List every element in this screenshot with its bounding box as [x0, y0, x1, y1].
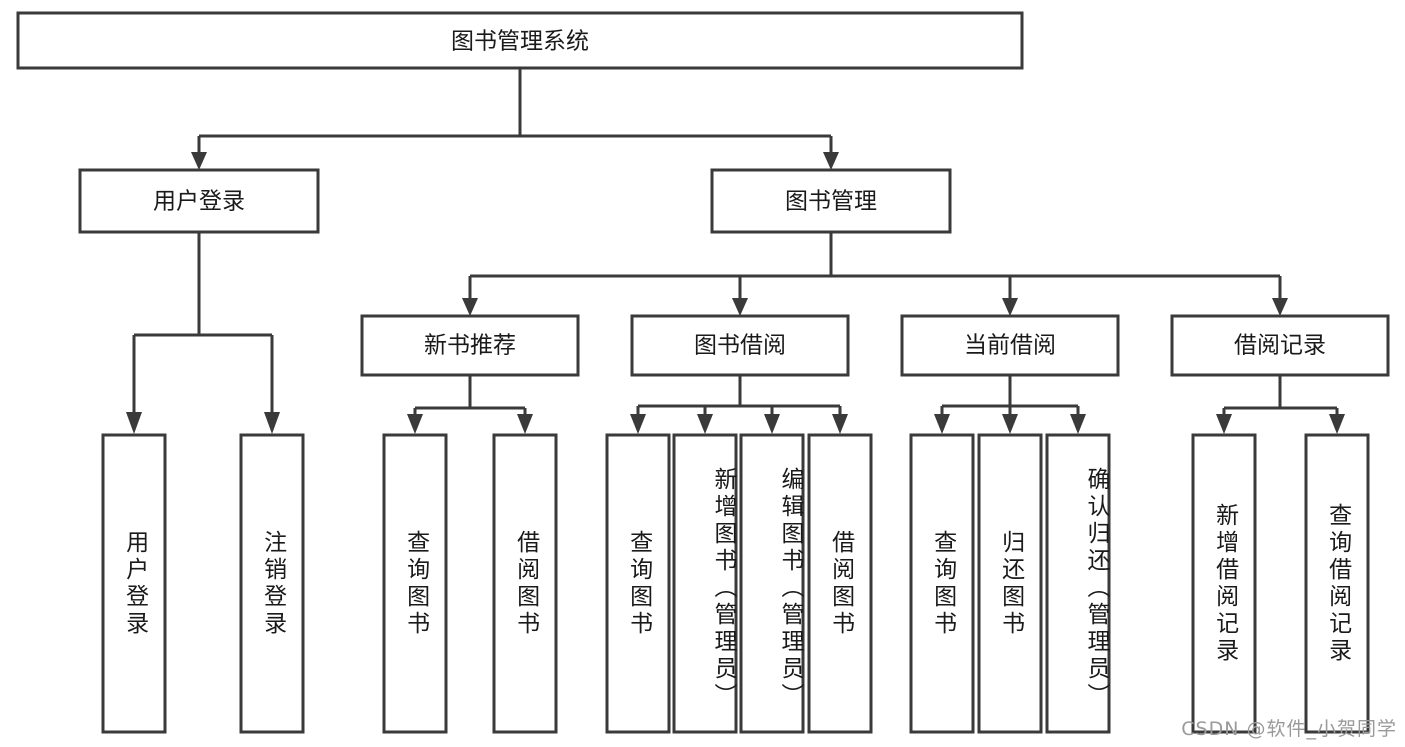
node-borrow-record[interactable]: 借阅记录	[1170, 314, 1390, 377]
node-book-borrow[interactable]: 图书借阅	[630, 314, 850, 377]
leaf-box-borrow-record-1[interactable]	[1304, 433, 1370, 734]
connector-group-borrow-record	[1216, 375, 1345, 434]
node-root-label: 图书管理系统	[451, 29, 589, 55]
leaf-box-new-book-1[interactable]	[492, 433, 558, 734]
node-new-book-recommend-label: 新书推荐	[424, 333, 516, 359]
leaf-box-new-book-0[interactable]	[382, 433, 448, 734]
node-book-management[interactable]: 图书管理	[710, 168, 952, 234]
leaf-box-user-login-1[interactable]	[239, 433, 305, 734]
leaf-box-user-login-0[interactable]	[101, 433, 167, 734]
arrow-head-new-book-leaf-1	[517, 414, 533, 434]
node-new-book-recommend-box	[360, 314, 580, 377]
arrow-head-book-mgmt	[823, 152, 839, 170]
leaf-boxes-book-borrow	[605, 433, 873, 734]
arrow-head-current-borrow-leaf-2	[1070, 414, 1086, 434]
arrow-head-borrow-record-leaf-1	[1329, 414, 1345, 434]
arrow-head-book-borrow-leaf-3	[832, 414, 848, 434]
connector-group-book-borrow	[630, 375, 848, 434]
arrow-head-new-book-leaf-0	[407, 414, 423, 434]
arrow-head-book-borrow-leaf-2	[764, 414, 780, 434]
leaf-box-book-borrow-3[interactable]	[807, 433, 873, 734]
arrow-head-current-borrow	[1002, 298, 1018, 316]
node-user-login-label: 用户登录	[153, 189, 245, 215]
connector-group-user-login	[126, 232, 280, 434]
node-borrow-record-box	[1170, 314, 1390, 377]
leaf-box-current-borrow-1[interactable]	[977, 433, 1043, 734]
leaf-box-book-borrow-0[interactable]	[605, 433, 671, 734]
node-user-login[interactable]: 用户登录	[78, 168, 320, 234]
arrow-head-user-login-leaf-0	[126, 412, 142, 434]
arrow-head-book-borrow-leaf-1	[697, 414, 713, 434]
connector-group-current-borrow	[934, 375, 1086, 434]
arrow-head-current-borrow-leaf-0	[934, 414, 950, 434]
node-user-login-box	[78, 168, 320, 234]
arrow-head-user-login-leaf-1	[264, 412, 280, 434]
node-current-borrow-label: 当前借阅	[964, 333, 1056, 359]
node-root-book-management-system[interactable]: 图书管理系统	[16, 11, 1024, 70]
csdn-watermark: CSDN @软件_小贺同学	[1181, 718, 1397, 740]
arrow-head-book-borrow-leaf-0	[630, 414, 646, 434]
node-new-book-recommend[interactable]: 新书推荐	[360, 314, 580, 377]
node-current-borrow[interactable]: 当前借阅	[900, 314, 1120, 377]
connector-group-book-mgmt	[462, 232, 1288, 316]
leaf-boxes-borrow-record	[1191, 433, 1370, 734]
node-book-management-box	[710, 168, 952, 234]
leaf-boxes-current-borrow	[909, 433, 1111, 734]
node-book-management-label: 图书管理	[785, 189, 877, 215]
leaf-boxes-user-login	[101, 433, 305, 734]
node-book-borrow-box	[630, 314, 850, 377]
leaf-box-current-borrow-2[interactable]	[1045, 433, 1111, 734]
connector-group-new-book-recommend	[407, 375, 533, 434]
node-book-borrow-label: 图书借阅	[694, 333, 786, 359]
arrow-head-new-book-recommend	[462, 298, 478, 316]
node-current-borrow-box	[900, 314, 1120, 377]
leaf-box-current-borrow-0[interactable]	[909, 433, 975, 734]
connector-group-root	[191, 68, 839, 170]
leaf-box-book-borrow-2[interactable]	[739, 433, 805, 734]
leaf-box-book-borrow-1[interactable]	[672, 433, 738, 734]
leaf-boxes-new-book-recommend	[382, 433, 558, 734]
node-root-box	[16, 11, 1024, 70]
node-borrow-record-label: 借阅记录	[1234, 333, 1326, 359]
arrow-head-current-borrow-leaf-1	[1002, 414, 1018, 434]
arrow-head-user-login	[191, 152, 207, 170]
arrow-head-book-borrow	[732, 298, 748, 316]
arrow-head-borrow-record-leaf-0	[1216, 414, 1232, 434]
leaf-box-borrow-record-0[interactable]	[1191, 433, 1257, 734]
arrow-head-borrow-record	[1272, 298, 1288, 316]
